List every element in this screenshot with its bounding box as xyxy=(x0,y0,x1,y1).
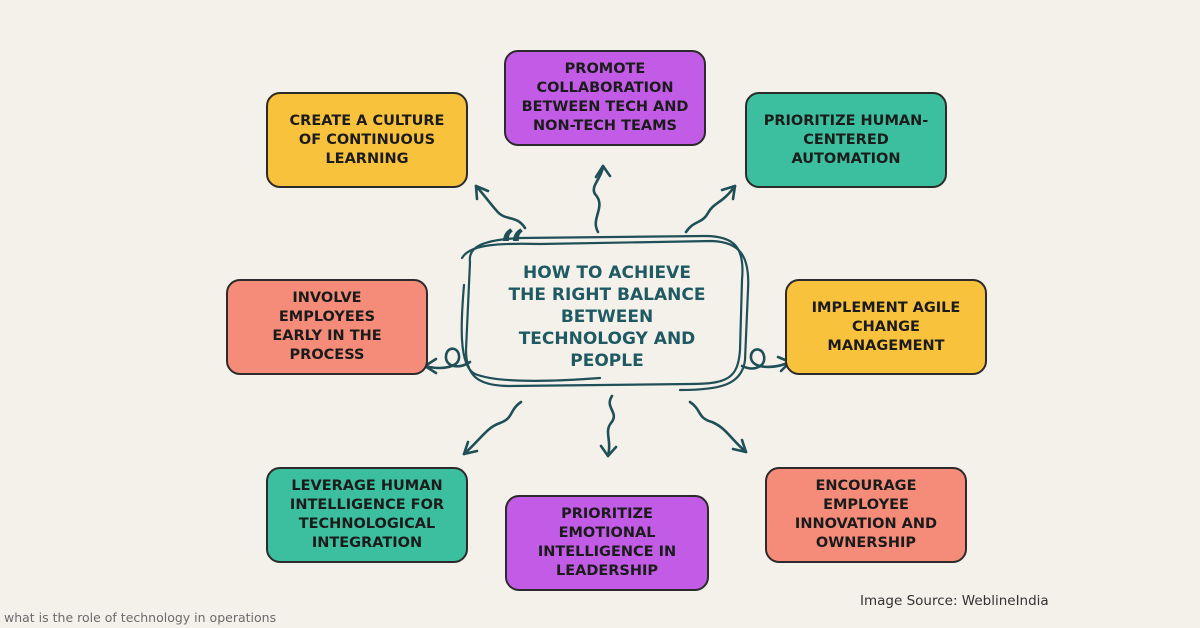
node-agile: IMPLEMENT AGILE CHANGE MANAGEMENT xyxy=(785,279,987,375)
node-leverage-label: LEVERAGE HUMAN INTELLIGENCE FOR TECHNOLO… xyxy=(289,478,445,551)
arrow-emotional xyxy=(599,394,618,458)
arrows xyxy=(423,164,792,458)
node-innovation-label: ENCOURAGE EMPLOYEE INNOVATION AND OWNERS… xyxy=(794,478,938,551)
arrow-innovation xyxy=(688,400,748,454)
node-agile-label: IMPLEMENT AGILE CHANGE MANAGEMENT xyxy=(811,299,961,354)
arrow-collaboration xyxy=(592,164,612,234)
node-involve: INVOLVE EMPLOYEES EARLY IN THE PROCESS xyxy=(226,279,428,375)
center-title: HOW TO ACHIEVE THE RIGHT BALANCE BETWEEN… xyxy=(508,263,706,371)
image-source-credit: Image Source: WeblineIndia xyxy=(860,593,1049,609)
node-collaboration-label: PROMOTE COLLABORATION BETWEEN TECH AND N… xyxy=(521,61,689,134)
node-automation: PRIORITIZE HUMAN- CENTERED AUTOMATION xyxy=(745,92,947,188)
node-emotional-label: PRIORITIZE EMOTIONAL INTELLIGENCE IN LEA… xyxy=(537,506,677,579)
node-culture: CREATE A CULTURE OF CONTINUOUS LEARNING xyxy=(266,92,468,188)
quote-mark-icon: “ xyxy=(500,221,526,272)
node-emotional: PRIORITIZE EMOTIONAL INTELLIGENCE IN LEA… xyxy=(505,495,709,591)
node-involve-label: INVOLVE EMPLOYEES EARLY IN THE PROCESS xyxy=(272,290,382,363)
arrow-leverage xyxy=(462,400,523,456)
center-frame xyxy=(460,234,750,392)
node-innovation: ENCOURAGE EMPLOYEE INNOVATION AND OWNERS… xyxy=(765,467,967,563)
node-culture-label: CREATE A CULTURE OF CONTINUOUS LEARNING xyxy=(289,112,445,167)
node-leverage: LEVERAGE HUMAN INTELLIGENCE FOR TECHNOLO… xyxy=(266,467,468,563)
node-collaboration: PROMOTE COLLABORATION BETWEEN TECH AND N… xyxy=(504,50,706,146)
arrow-culture xyxy=(474,184,527,230)
node-automation-label: PRIORITIZE HUMAN- CENTERED AUTOMATION xyxy=(763,112,929,167)
arrow-automation xyxy=(684,184,737,234)
arrow-agile xyxy=(740,348,792,373)
page-caption: what is the role of technology in operat… xyxy=(4,610,277,625)
